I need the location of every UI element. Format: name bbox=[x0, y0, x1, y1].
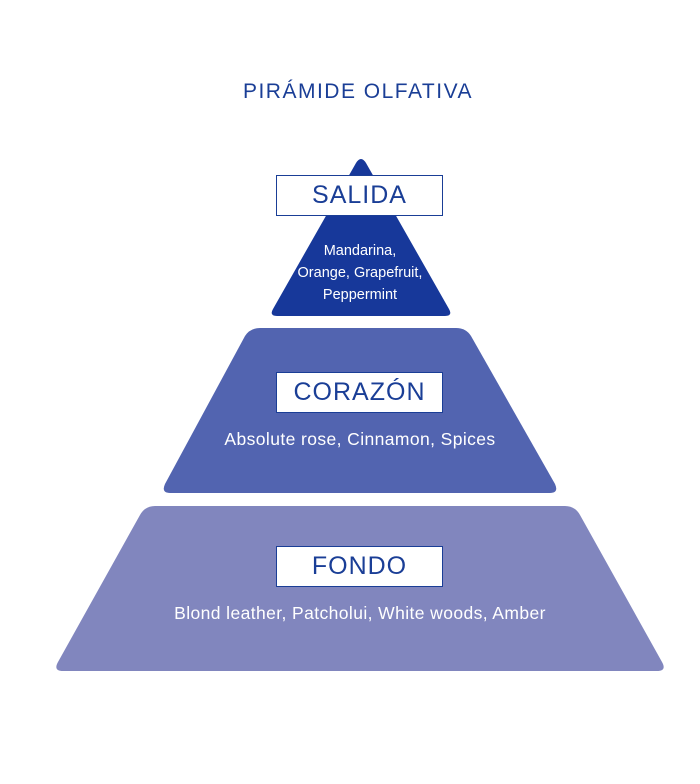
tier-bottom-shape bbox=[56, 506, 664, 671]
tier-bottom-label: FONDO bbox=[276, 546, 443, 587]
tier-top-shape bbox=[271, 159, 451, 316]
tier-top-note-3: Peppermint bbox=[322, 287, 398, 303]
tier-middle-label: CORAZÓN bbox=[276, 372, 443, 413]
diagram-title: PIRÁMIDE OLFATIVA bbox=[242, 80, 474, 103]
tier-top-label: SALIDA bbox=[276, 175, 443, 216]
tier-top-notes: Mandarina, Orange, Grapefruit, Peppermin… bbox=[280, 240, 440, 306]
tier-top-note-2: Orange, Grapefruit, bbox=[297, 265, 423, 281]
tier-bottom-notes: Blond leather, Patcholui, White woods, A… bbox=[174, 603, 546, 623]
tier-top-note-1: Mandarina, bbox=[323, 243, 397, 259]
tier-middle-notes: Absolute rose, Cinnamon, Spices bbox=[224, 429, 496, 449]
